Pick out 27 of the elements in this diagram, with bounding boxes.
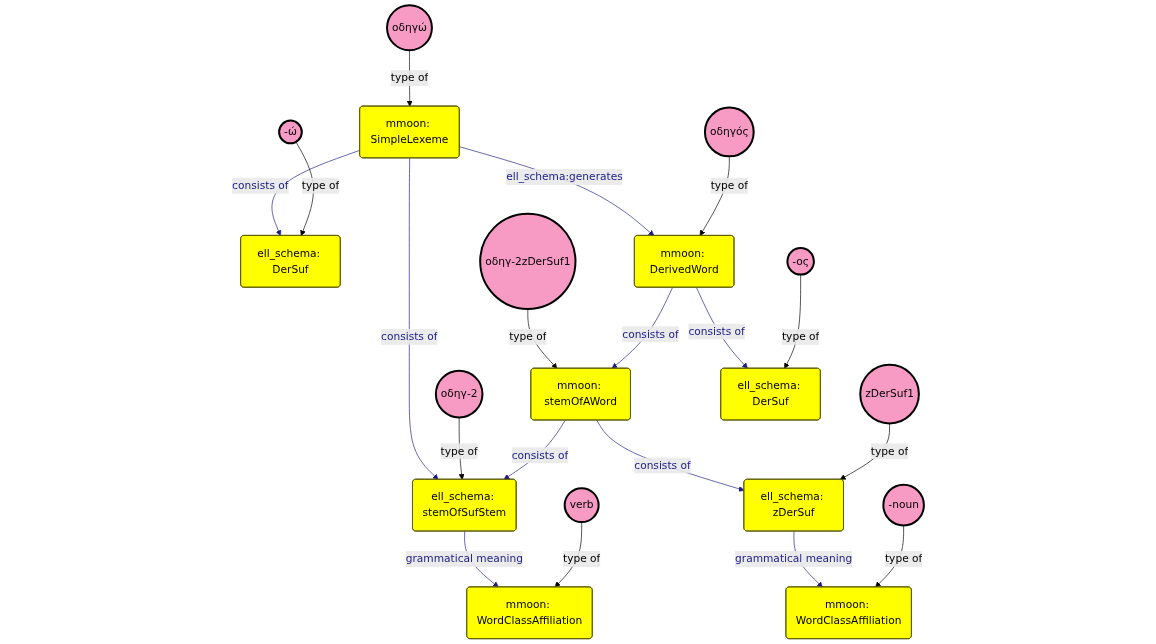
node-circle [786, 247, 815, 276]
edge-label: type of [710, 179, 748, 192]
edge-label: type of [390, 71, 429, 85]
edge-label: type of [562, 552, 601, 565]
edge-label: type of [440, 444, 478, 458]
edge-label: consists of [622, 327, 679, 341]
edge-label: grammatical meaning [405, 552, 523, 565]
edge-label: consists of [634, 458, 691, 472]
edge-label: ell_schema:generates [506, 170, 623, 183]
node-circle [563, 487, 600, 524]
edge-label: type of [870, 444, 909, 458]
edge-label: consists of [232, 179, 289, 192]
edge-label: consists of [511, 448, 569, 462]
node-circle [434, 369, 484, 419]
node-circle [278, 119, 303, 145]
edge-label: consists of [688, 324, 745, 338]
node-circle [479, 212, 577, 310]
node-circle [703, 106, 755, 158]
edge-label: grammatical meaning [735, 552, 853, 565]
edge-label: type of [301, 179, 340, 192]
edge-label: type of [884, 552, 923, 565]
edge-label: consists of [381, 330, 438, 343]
node-circle [859, 363, 920, 425]
node-circle [882, 483, 925, 527]
edge-label: type of [509, 330, 547, 343]
node-circle [386, 4, 433, 52]
edge-label: type of [781, 330, 820, 343]
